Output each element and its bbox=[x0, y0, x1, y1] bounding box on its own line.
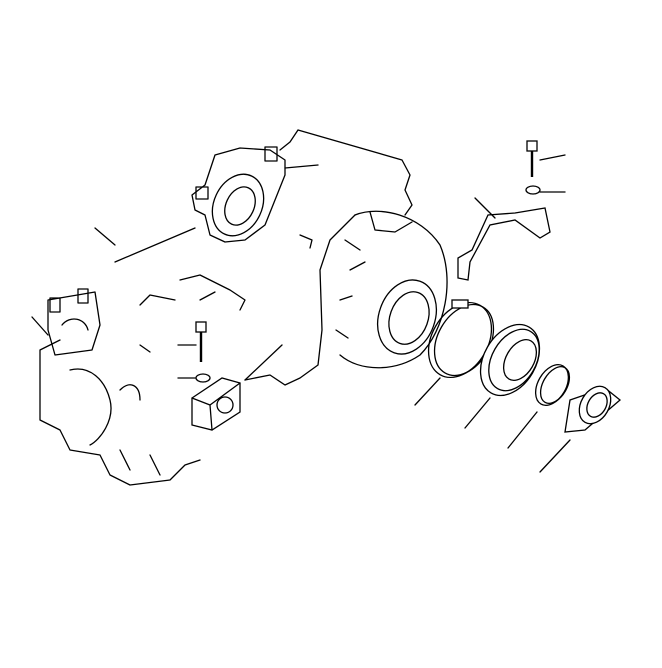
upper-flange-housing bbox=[191, 146, 286, 243]
leader-lines bbox=[31, 154, 571, 473]
right-bolt-bracket-set bbox=[457, 140, 551, 281]
snap-ring bbox=[534, 364, 571, 406]
bolt-washer-block-set bbox=[191, 321, 241, 431]
support-bracket bbox=[457, 207, 551, 281]
left-bracket bbox=[47, 288, 101, 356]
washer bbox=[195, 373, 211, 383]
bolt-head bbox=[526, 140, 538, 152]
washer bbox=[525, 185, 541, 195]
transmission-housing bbox=[39, 129, 448, 486]
bolt-head bbox=[195, 321, 207, 333]
seal-cover bbox=[479, 323, 541, 397]
flanged-seal bbox=[564, 385, 622, 433]
